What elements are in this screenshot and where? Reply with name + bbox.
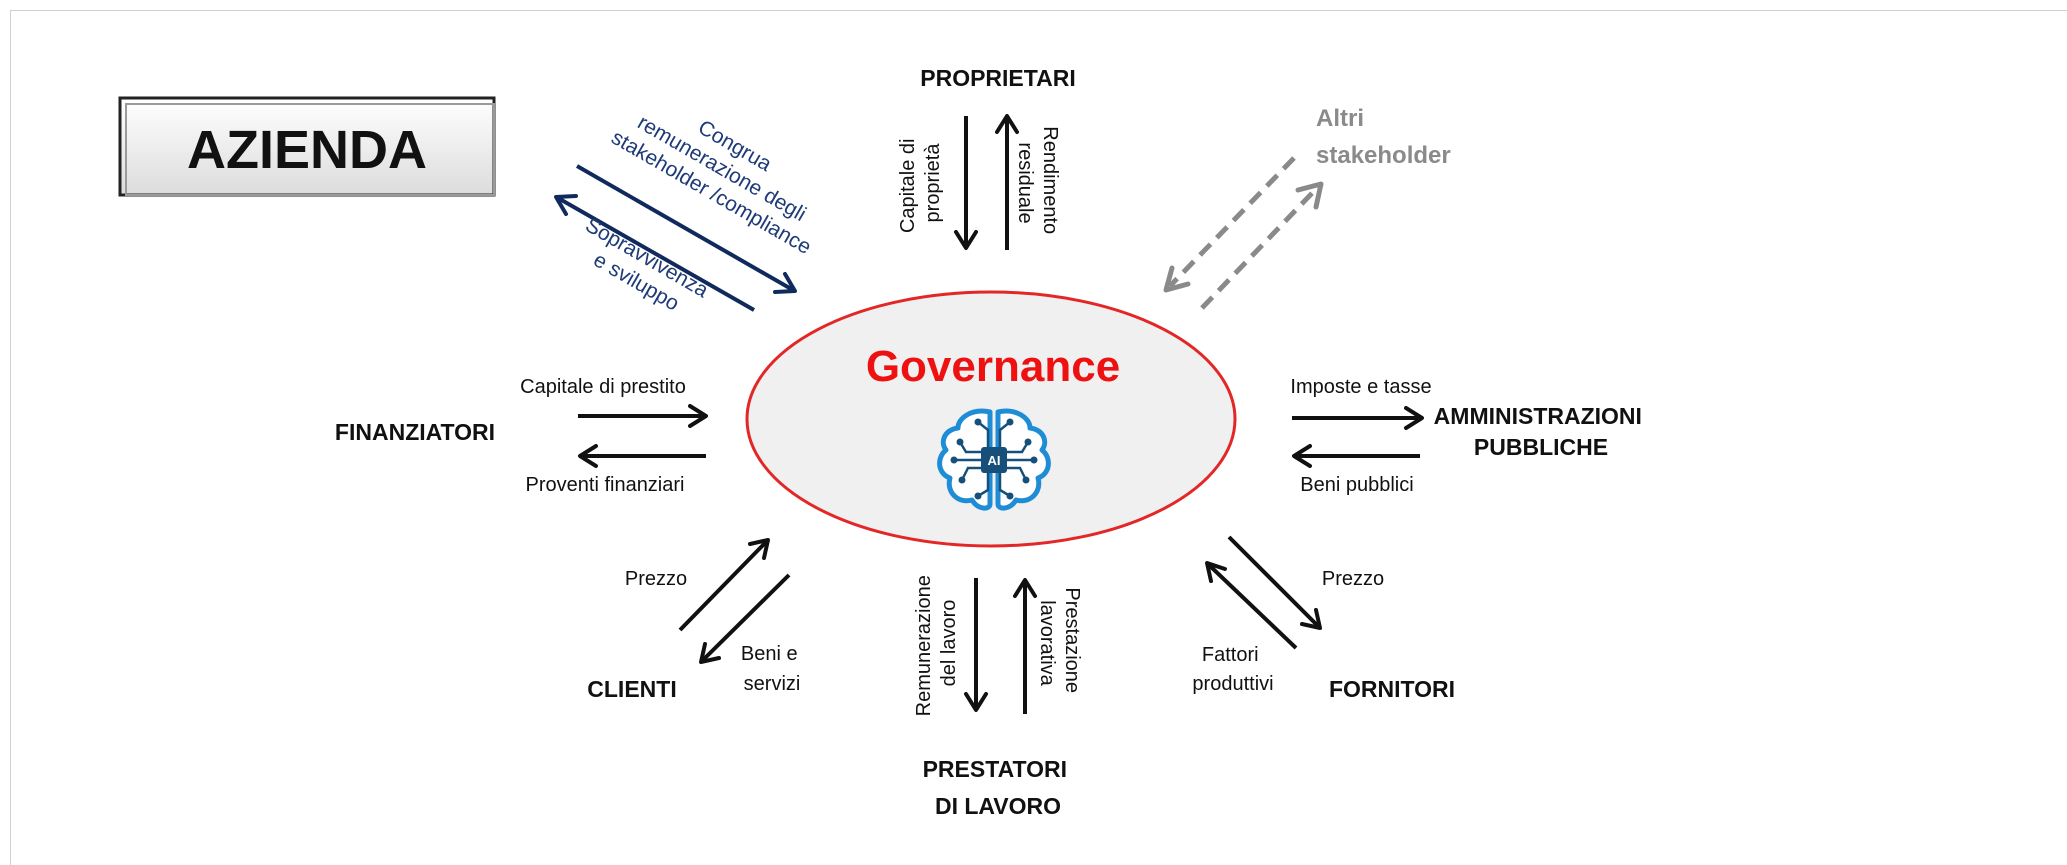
label-prestazione-lavorativa: Prestazione lavorativa (1036, 587, 1083, 698)
label-remunerazione-lavoro: Remunerazione del lavoro (913, 570, 960, 717)
arrow-beni-servizi (699, 573, 791, 664)
svg-text:AI: AI (988, 453, 1001, 468)
label-fattori-produttivi: Fattori produttivi (1192, 644, 1273, 695)
arrow-proventi-finanziari (578, 444, 706, 468)
stakeholder-finanziatori: FINANZIATORI (335, 419, 495, 445)
stakeholder-prestatori: PRESTATORI DI LAVORO (923, 756, 1074, 819)
governance-label: Governance (866, 342, 1120, 391)
label-prezzo-clienti: Prezzo (625, 568, 687, 590)
ai-brain-icon: AI (937, 408, 1051, 511)
arrow-remunerazione-lavoro (964, 578, 988, 712)
label-capitale-proprieta: Capitale di proprietà (897, 133, 944, 233)
governance-node: Governance (745, 290, 1237, 548)
arrow-altri-in (1163, 156, 1296, 293)
arrow-congrua-remunerazione (576, 164, 797, 294)
arrow-prezzo-clienti (678, 538, 770, 632)
label-congrua-remunerazione: Congrua remunerazione degli stakeholder … (607, 81, 841, 259)
label-beni-servizi: Beni e servizi (741, 643, 803, 695)
arrow-beni-pubblici (1292, 444, 1420, 468)
stakeholder-altri: Altri stakeholder (1316, 105, 1451, 169)
stakeholder-clienti: CLIENTI (587, 676, 676, 702)
arrow-altri-out (1200, 181, 1324, 310)
stakeholder-amministrazioni: AMMINISTRAZIONI PUBBLICHE (1434, 403, 1649, 460)
label-proventi-finanziari: Proventi finanziari (526, 474, 685, 496)
stakeholder-proprietari: PROPRIETARI (920, 65, 1075, 91)
arrow-prestazione-lavorativa (1013, 578, 1037, 714)
label-sopravvivenza-sviluppo: Sopravvivenza e sviluppo (568, 214, 717, 328)
label-rendimento-residuale: Rendimento residuale (1014, 126, 1061, 239)
arrow-sopravvivenza-sviluppo (554, 194, 755, 312)
label-prezzo-fornitori: Prezzo (1322, 568, 1384, 590)
label-capitale-prestito: Capitale di prestito (520, 376, 686, 398)
azienda-label: AZIENDA (187, 120, 427, 180)
label-beni-pubblici: Beni pubblici (1300, 474, 1413, 496)
arrow-capitale-proprieta (954, 116, 978, 250)
arrow-imposte-tasse (1292, 406, 1424, 430)
label-imposte-tasse: Imposte e tasse (1290, 376, 1431, 398)
arrow-capitale-prestito (578, 404, 708, 428)
arrow-fattori-produttivi (1205, 561, 1298, 650)
azienda-box: AZIENDA (118, 96, 496, 197)
arrow-prezzo-fornitori (1227, 535, 1322, 630)
arrow-rendimento-residuale (995, 114, 1019, 250)
diagram-frame (10, 10, 2067, 865)
stakeholder-fornitori: FORNITORI (1329, 676, 1455, 702)
